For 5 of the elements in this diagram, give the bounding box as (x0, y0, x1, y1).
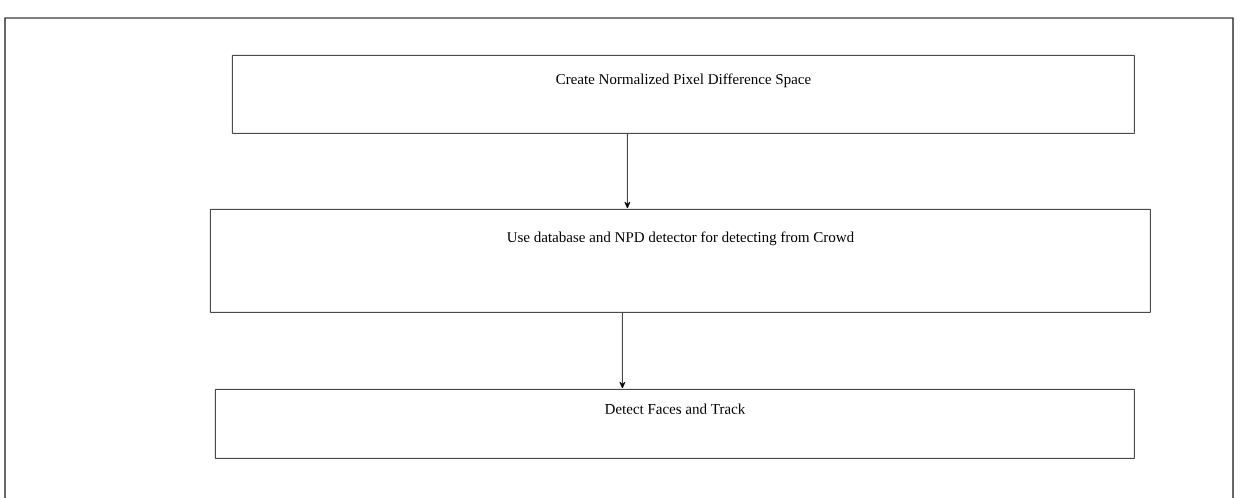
arrow (619, 312, 626, 389)
process-box: Create Normalized Pixel Difference Space (232, 55, 1135, 134)
arrow (624, 133, 631, 209)
process-box: Use database and NPD detector for detecting from Crowd (210, 209, 1151, 313)
process-box: Detect Faces and Track (215, 389, 1135, 459)
